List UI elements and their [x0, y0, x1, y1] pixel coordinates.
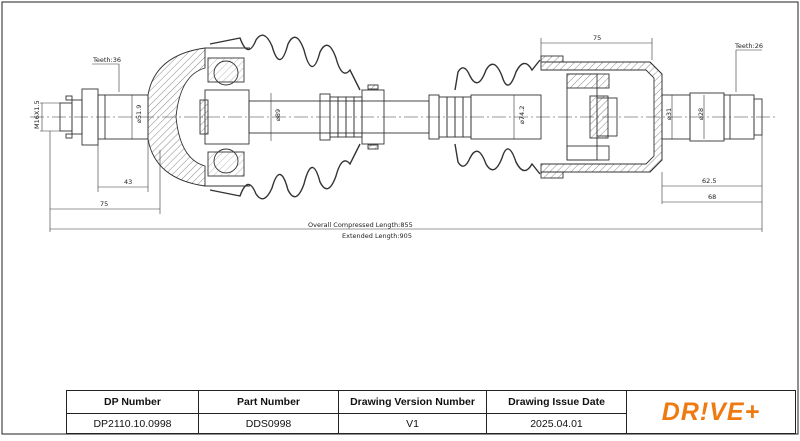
- right-boot: [454, 59, 541, 175]
- dim-62-5: 62.5: [702, 177, 716, 185]
- header-drawing-version: Drawing Version Number: [339, 391, 487, 413]
- left-shaft-stub: [59, 88, 149, 146]
- drive-logo: DR!VE+: [627, 391, 795, 433]
- header-part-number: Part Number: [199, 391, 339, 413]
- value-drawing-version: V1: [339, 413, 487, 434]
- title-block: DP Number Part Number Drawing Version Nu…: [66, 390, 796, 434]
- dimensions: [40, 38, 763, 232]
- dim-68: 68: [708, 193, 716, 201]
- title-block-value-row: DP2110.10.0998 DDS0998 V1 2025.04.01: [67, 413, 627, 434]
- right-cv-housing: [540, 55, 663, 179]
- header-dp-number: DP Number: [67, 391, 199, 413]
- extended-length-label: Extended Length:905: [342, 232, 412, 240]
- dim-43: 43: [124, 178, 132, 186]
- right-shaft-stub: [661, 92, 763, 142]
- dia-31-label: ⌀31: [665, 108, 673, 120]
- dia-89-label: ⌀89: [274, 109, 282, 121]
- logo-text: DR!VE+: [661, 397, 761, 426]
- teeth-right-label: Teeth:26: [734, 42, 763, 50]
- dim-75-top: 75: [593, 34, 601, 42]
- teeth-left-label: Teeth:36: [92, 56, 121, 64]
- header-issue-date: Drawing Issue Date: [487, 391, 627, 413]
- dim-75-bottom: 75: [100, 200, 108, 208]
- thread-label: M16X1.5: [33, 100, 41, 129]
- dia-51-9-label: ⌀51.9: [135, 105, 143, 123]
- left-boot: [209, 34, 361, 200]
- dia-74-2-label: ⌀74.2: [518, 106, 526, 124]
- main-shaft: [248, 84, 542, 150]
- title-block-header-row: DP Number Part Number Drawing Version Nu…: [67, 391, 627, 414]
- dia-28-label: ⌀28: [697, 108, 705, 120]
- value-dp-number: DP2110.10.0998: [67, 413, 199, 434]
- value-issue-date: 2025.04.01: [487, 413, 627, 434]
- value-part-number: DDS0998: [199, 413, 339, 434]
- overall-length-label: Overall Compressed Length:855: [308, 221, 413, 229]
